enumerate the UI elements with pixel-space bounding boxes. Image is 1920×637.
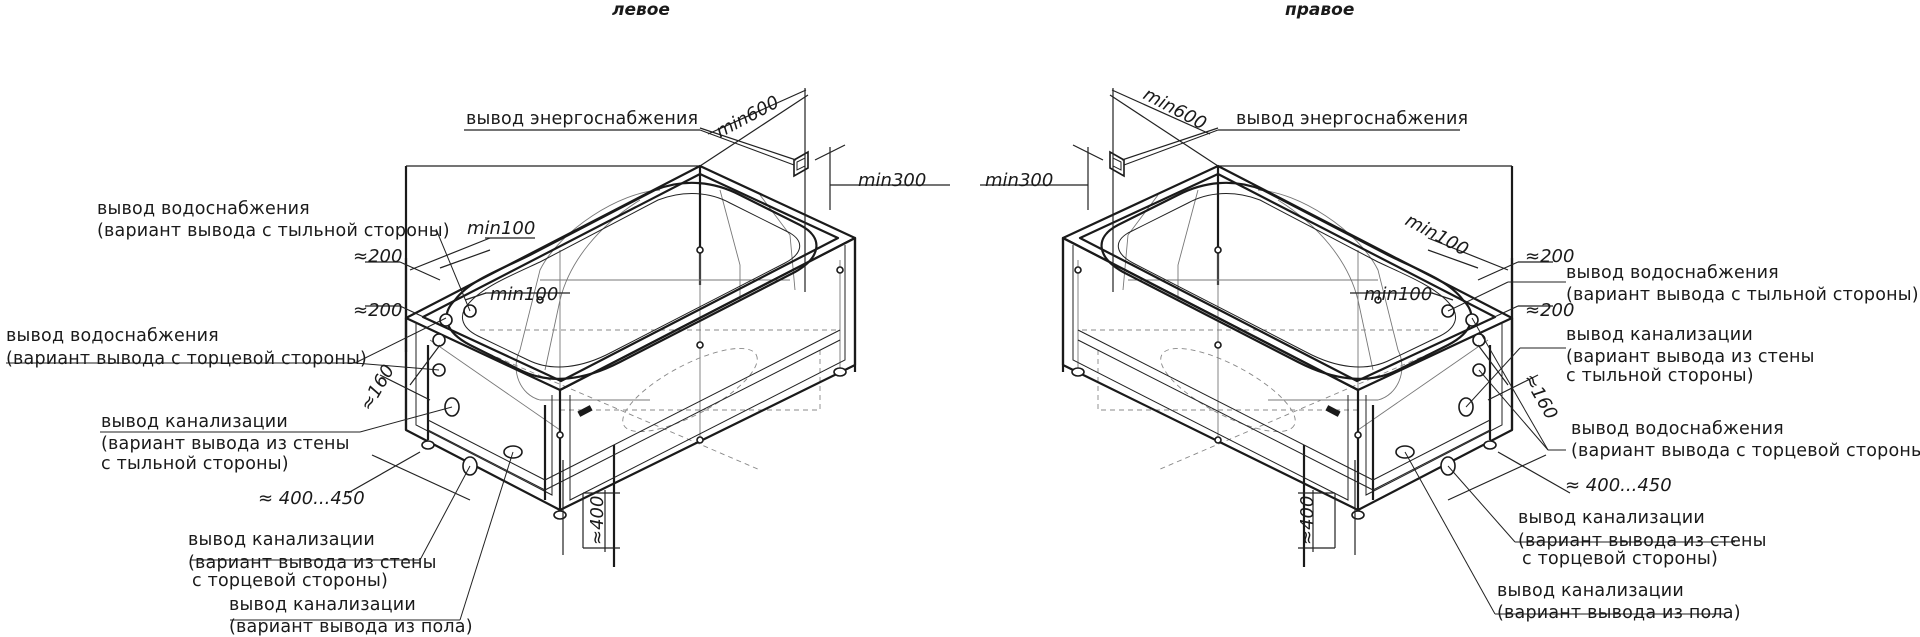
right-sewer-floor-label-2: (вариант вывода из пола) [1497, 603, 1741, 623]
right-min100-label-b: min100 [1364, 284, 1432, 305]
heading-right: правое [1285, 0, 1354, 20]
right-min300-label: min300 [985, 170, 1053, 191]
left-min300-label: min300 [858, 170, 926, 191]
heading-left: левое [612, 0, 670, 20]
left-water-end-label-1: вывод водоснабжения [6, 326, 219, 346]
left-d160-label: ≈160 [356, 361, 399, 414]
left-d400-label: ≈400 [587, 496, 608, 545]
right-bathtub: вывод энергоснабжения min600 min300 min1… [980, 84, 1920, 623]
right-d400-450-label: ≈ 400...450 [1565, 475, 1672, 496]
right-water-end-label-2: (вариант вывода с торцевой стороны) [1571, 441, 1920, 461]
right-d160-label: ≈160 [1519, 370, 1562, 423]
left-sewer-end-label-2: (вариант вывода из стены [188, 553, 437, 573]
right-sewer-back-label-3: с тыльной стороны) [1566, 366, 1754, 386]
right-sewer-floor-label-1: вывод канализации [1497, 581, 1684, 601]
left-d200-label-b: ≈200 [353, 300, 402, 321]
left-energy-outlet-icon [793, 150, 809, 178]
left-sewer-floor-label-2: (вариант вывода из пола) [229, 617, 473, 637]
right-d200-label-a: ≈200 [1525, 246, 1574, 267]
left-min100-label-b: min100 [490, 284, 558, 305]
right-sewer-back-label-1: вывод канализации [1566, 325, 1753, 345]
left-water-back-label-2: (вариант вывода с тыльной стороны) [97, 221, 450, 241]
left-min100-label-a: min100 [467, 218, 535, 239]
left-d200-label-a: ≈200 [353, 246, 402, 267]
right-sewer-end-label-1: вывод канализации [1518, 508, 1705, 528]
left-dimension-lines [347, 88, 950, 555]
right-sewer-end-label-3: с торцевой стороны) [1522, 549, 1718, 569]
left-sewer-back-label-1: вывод канализации [101, 412, 288, 432]
left-sewer-end-label-1: вывод канализации [188, 530, 375, 550]
left-sewer-end-label-3: с торцевой стороны) [192, 571, 388, 591]
right-frame-legs [1071, 246, 1497, 520]
left-energy-label: вывод энергоснабжения [466, 109, 698, 129]
left-labels: вывод энергоснабжения min600 min300 выво… [6, 92, 926, 637]
right-energy-outlet-icon [1109, 150, 1125, 178]
left-frame-legs [421, 246, 847, 520]
right-d400-label: ≈400 [1297, 496, 1318, 545]
left-d400-450-label: ≈ 400...450 [258, 488, 365, 509]
right-dimension-lines [980, 88, 1571, 555]
left-sewer-back-label-2: (вариант вывода из стены [101, 434, 350, 454]
left-sewer-floor-label-1: вывод канализации [229, 595, 416, 615]
right-water-back-label-2: (вариант вывода с тыльной стороны) [1566, 285, 1919, 305]
left-leader-lines [6, 129, 795, 621]
left-sewer-back-label-3: с тыльной стороны) [101, 454, 289, 474]
right-min600-label: min600 [1140, 84, 1210, 135]
right-sewer-end-label-2: (вариант вывода из стены [1518, 531, 1767, 551]
left-water-back-label-1: вывод водоснабжения [97, 199, 310, 219]
right-water-back-label-1: вывод водоснабжения [1566, 263, 1779, 283]
right-sewer-back-label-2: (вариант вывода из стены [1566, 347, 1815, 367]
right-d200-label-b: ≈200 [1525, 300, 1574, 321]
left-bathtub: вывод энергоснабжения min600 min300 выво… [6, 88, 950, 637]
right-energy-label: вывод энергоснабжения [1236, 109, 1468, 129]
left-water-end-label-2: (вариант вывода с торцевой стороны) [6, 349, 367, 369]
right-leader-lines [1123, 129, 1735, 615]
right-water-end-label-1: вывод водоснабжения [1571, 419, 1784, 439]
